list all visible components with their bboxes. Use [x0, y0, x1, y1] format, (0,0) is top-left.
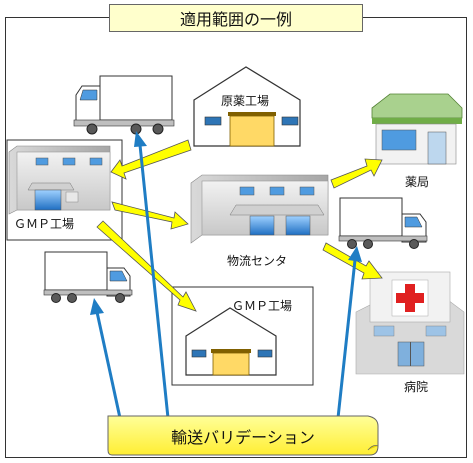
hospital [355, 271, 465, 375]
truck-left [43, 251, 133, 303]
pharmacy [371, 93, 463, 165]
label-distribution-center: 物流センタ [227, 254, 288, 268]
flow-arrows [96, 139, 383, 312]
label-hospital: 病院 [404, 380, 429, 394]
gmp-factory-left [6, 139, 123, 241]
arrow-gmp-to-gmp-bottom [96, 220, 197, 312]
arrow-distribution-to-hospital [322, 242, 383, 280]
label-gmp-factory-left: ＧＭＰ工場 [14, 217, 75, 231]
validation-arrows [90, 131, 362, 419]
label-raw-material-factory: 原薬工場 [221, 94, 270, 108]
gmp-factory-bottom [171, 286, 314, 386]
validation-banner [107, 415, 379, 456]
arrow-distribution-to-pharmacy [330, 158, 383, 189]
label-pharmacy: 薬局 [405, 175, 430, 189]
raw-material-factory [193, 66, 301, 147]
distribution-center [190, 174, 329, 244]
banner-text: 輸送バリデーション [171, 428, 315, 447]
truck-right [338, 197, 428, 249]
arrow-raw-to-gmp [110, 139, 192, 180]
truck-top [73, 75, 175, 135]
arrow-gmp-to-distribution [111, 201, 189, 230]
diagram-title: 適用範囲の一例 [109, 4, 363, 32]
label-gmp-factory-bottom: ＧＭＰ工場 [232, 299, 293, 313]
